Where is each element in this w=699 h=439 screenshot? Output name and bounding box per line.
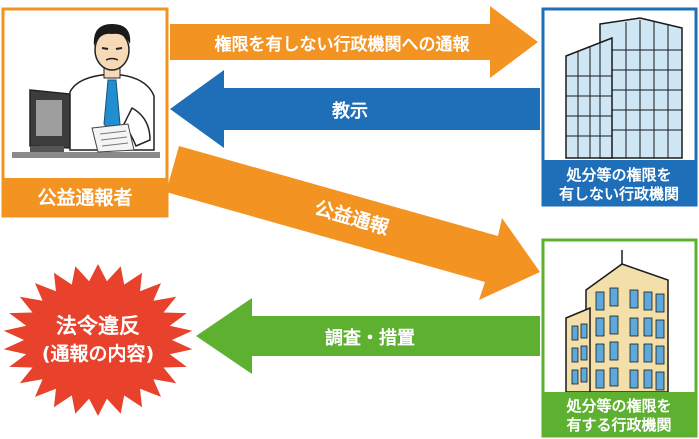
unauthorized-agency-node: 処分等の権限を 有しない行政機関 [541, 7, 698, 207]
unauthorized-agency-label-line1: 処分等の権限を [565, 166, 671, 184]
arrow-instruction-label: 教示 [332, 100, 368, 122]
building-icon-authorized [565, 250, 669, 393]
violation-node: 法令違反 (通報の内容) [3, 264, 193, 416]
arrow-instruction: 教示 [170, 70, 540, 148]
unauthorized-agency-label-line2: 有しない行政機関 [559, 185, 679, 203]
arrow-public-report: 公益通報 [166, 146, 540, 300]
whistleblower-node: 公益通報者 [1, 7, 169, 218]
authorized-agency-label-line2: 有する行政機関 [566, 416, 671, 434]
violation-label-line1: 法令違反 [56, 314, 140, 338]
whistleblower-illustration [12, 24, 160, 158]
arrow-investigation-label: 調査・措置 [325, 327, 415, 349]
arrow-report-to-unauthorized: 権限を有しない行政機関への通報 [170, 6, 538, 78]
authorized-agency-label-line1: 処分等の権限を [565, 397, 671, 415]
authorized-agency-node: 処分等の権限を 有する行政機関 [541, 238, 698, 438]
violation-burst-shape [3, 264, 193, 416]
arrow-investigation: 調査・措置 [196, 298, 540, 374]
whistleblower-label: 公益通報者 [37, 186, 132, 209]
violation-label-line2: (通報の内容) [42, 342, 154, 365]
building-icon-unauthorized [565, 17, 683, 159]
arrow-report-to-unauthorized-label: 権限を有しない行政機関への通報 [215, 34, 471, 55]
